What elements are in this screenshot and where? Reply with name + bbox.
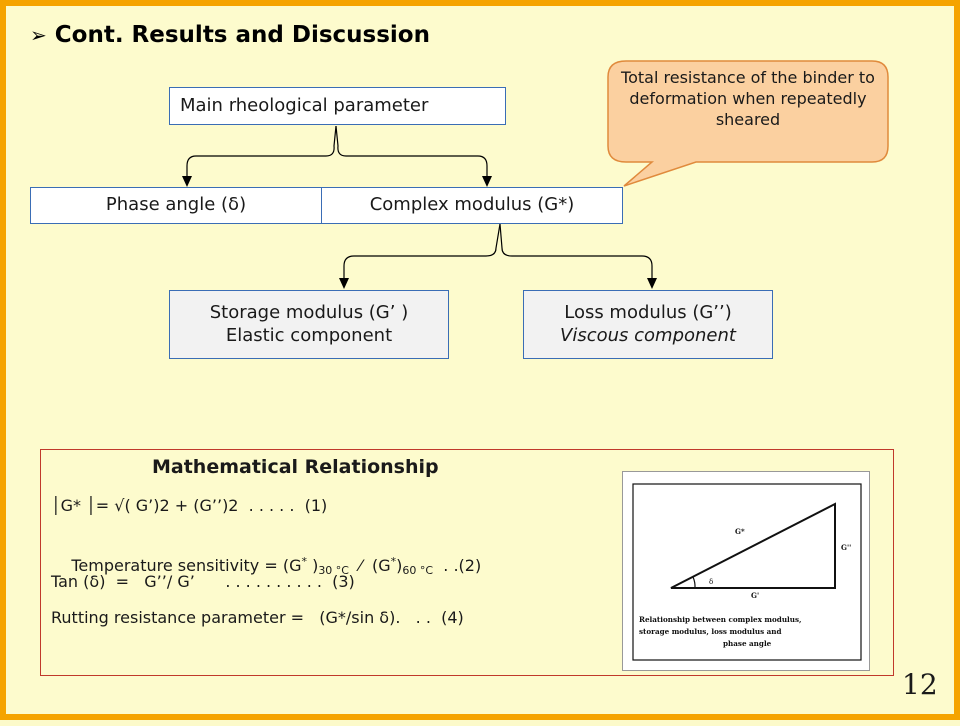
slide-title: Cont. Results and Discussion: [54, 22, 430, 48]
equation-2-sup-1: *: [301, 555, 307, 568]
arrowhead-storage: [339, 278, 349, 289]
viscous-component-label: Viscous component: [560, 324, 736, 346]
equation-3: Tan (δ) = G’’/ G’ . . . . . . . . . . (3…: [51, 572, 355, 591]
figure-caption-1: Relationship between complex modulus,: [639, 615, 802, 624]
complex-modulus-box: Complex modulus (G*): [321, 187, 623, 224]
phase-angle-box: Phase angle (δ): [30, 187, 322, 224]
main-parameter-label: Main rheological parameter: [180, 94, 429, 116]
complex-modulus-label: Complex modulus (G*): [369, 194, 575, 216]
delta-label: δ: [709, 578, 713, 586]
loss-modulus-box: Loss modulus (G’’) Viscous component: [523, 290, 773, 359]
relationship-triangle: G* G'' G' δ Relationship between complex…: [632, 483, 862, 661]
math-panel: [40, 449, 894, 676]
arrowhead-loss: [647, 278, 657, 289]
phase-angle-label: Phase angle (δ): [105, 194, 247, 216]
connector-complex-left: [343, 223, 501, 280]
equation-2-sub-1: 30 °C: [318, 564, 349, 577]
equation-2-part-d: ): [396, 556, 403, 575]
math-title: Mathematical Relationship: [152, 456, 439, 478]
gpp-label: G'': [841, 543, 851, 552]
relationship-figure: G* G'' G' δ Relationship between complex…: [622, 471, 870, 671]
equation-2-part-e: . .(2): [433, 556, 482, 575]
main-parameter-box: Main rheological parameter: [169, 87, 506, 125]
equation-2-sub-2: 60 °C: [402, 564, 434, 577]
equation-2-part-b: ): [306, 556, 319, 575]
page-number: 12: [902, 668, 938, 701]
storage-modulus-label: Storage modulus (G’ ): [209, 302, 409, 323]
connector-main-split: [186, 125, 337, 178]
callout-bubble: [607, 60, 889, 187]
callout-text: Total resistance of the binder to deform…: [621, 68, 875, 129]
loss-modulus-label: Loss modulus (G’’): [564, 302, 732, 323]
figure-caption-3: phase angle: [723, 639, 772, 648]
equation-4: Rutting resistance parameter = (G*/sin δ…: [51, 608, 464, 627]
equation-1: │G* │= √( G’)2 + (G’’)2 . . . . . (1): [51, 496, 328, 515]
figure-caption-2: storage modulus, loss modulus and: [639, 627, 782, 636]
equation-2-part-c: ⁄ (G: [349, 556, 391, 575]
slide-heading: ➢ Cont. Results and Discussion: [30, 22, 430, 48]
arrowhead-complex: [482, 176, 492, 187]
connector-complex-right: [499, 223, 653, 280]
gp-label: G': [751, 591, 759, 600]
equation-2-part-a: Temperature sensitivity = (G: [71, 556, 302, 575]
equation-2: Temperature sensitivity = (G* )30 °C ⁄ (…: [51, 536, 481, 596]
diagram-connectors: [182, 60, 889, 289]
connector-main-right: [335, 125, 488, 178]
gstar-label: G*: [735, 527, 745, 536]
equation-2-sup-2: *: [390, 555, 397, 568]
arrowhead-phase: [182, 176, 192, 187]
storage-modulus-box: Storage modulus (G’ ) Elastic component: [169, 290, 449, 359]
arrow-bullet-icon: ➢: [30, 23, 47, 47]
elastic-component-label: Elastic component: [225, 324, 393, 346]
